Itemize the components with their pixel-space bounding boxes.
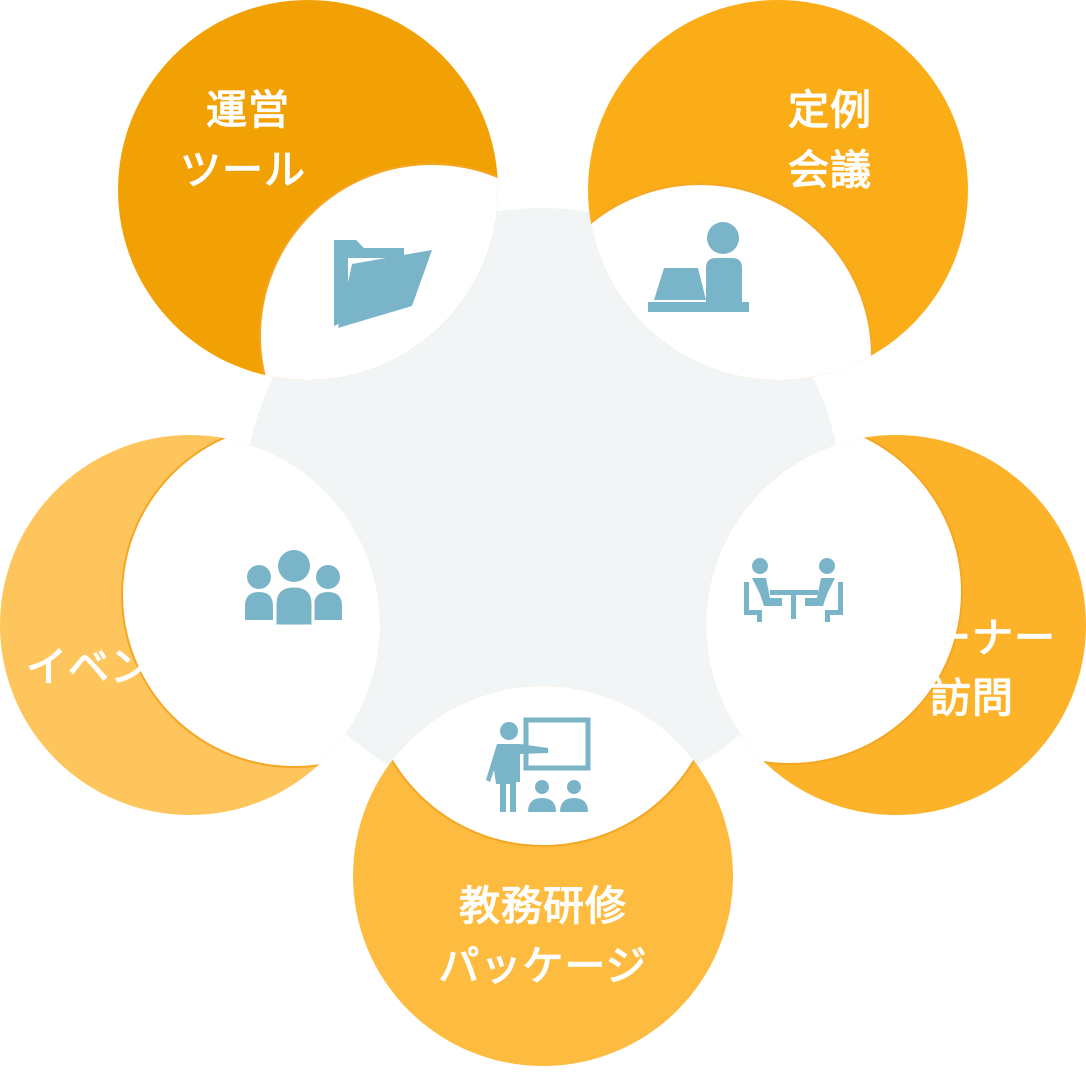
node-regular-meeting	[588, 0, 968, 380]
label-line: 会議	[788, 146, 872, 194]
label-operation-tool: 運営 ツール	[180, 80, 306, 200]
label-line: ツール	[180, 146, 306, 194]
label-line: 教務研修	[459, 882, 627, 930]
presentation-icon	[486, 717, 591, 812]
label-line: 訪問	[930, 674, 1014, 722]
meeting-table-icon	[744, 558, 843, 622]
label-line: オーナー	[888, 614, 1056, 662]
node-owner-visit	[706, 435, 1086, 815]
label-line: 定例	[788, 86, 872, 134]
node-training-package	[353, 686, 733, 1066]
group-icon	[245, 550, 342, 628]
node-inner-circle	[366, 686, 720, 847]
label-owner-visit: オーナー 訪問	[874, 608, 1070, 728]
label-line: イベント	[26, 643, 194, 691]
label-regular-meeting: 定例 会議	[788, 80, 872, 200]
label-event: イベント	[26, 637, 194, 697]
label-training-package: 教務研修 パッケージ	[418, 876, 668, 996]
node-event	[0, 435, 380, 815]
label-line: パッケージ	[438, 942, 648, 990]
laptop-user-icon	[648, 222, 749, 312]
label-line: 運営	[206, 86, 290, 134]
folder-icon	[334, 240, 432, 328]
